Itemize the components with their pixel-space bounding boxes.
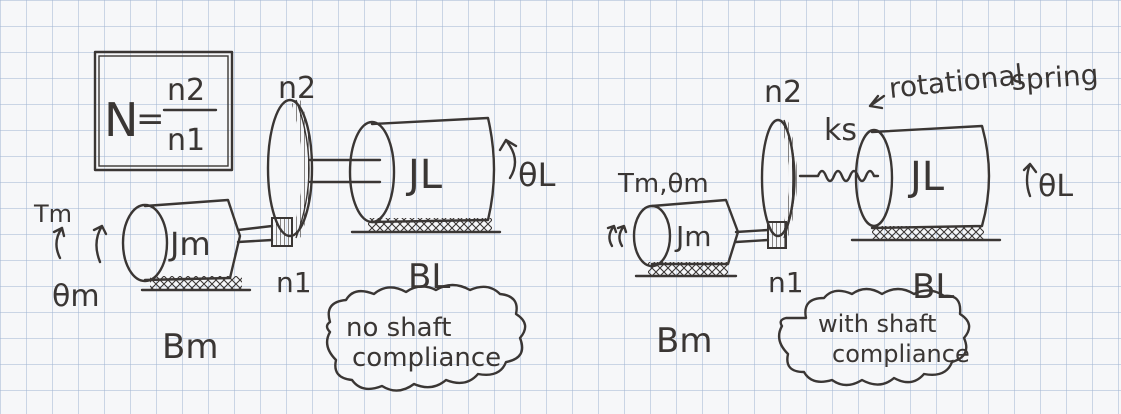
left-system: Jm JL n2 n1 Tm θm θL Bm BL no shaft comp… [33, 71, 556, 392]
load-inertia-label: JL [405, 152, 443, 198]
motor-cylinder [143, 198, 242, 282]
spring-pointer-arrow [868, 94, 886, 110]
left-caption-cloud [325, 283, 527, 392]
torque-arrow [52, 226, 66, 260]
ratio-denominator: n1 [167, 123, 205, 158]
right-load-damping-hatch [872, 226, 984, 240]
rotational-spring [798, 169, 880, 183]
right-motor-inertia-label: Jm [674, 220, 712, 253]
right-motor-damping-label: Bm [656, 321, 712, 361]
load-angle-arrow [498, 138, 518, 180]
spring-constant-label: ks [824, 113, 857, 148]
right-load-inertia-label: JL [907, 154, 945, 200]
ratio-numerator: n2 [167, 73, 205, 108]
right-caption-cloud [777, 287, 971, 387]
right-gear-n2-label: n2 [764, 75, 802, 110]
right-torque-arrow [606, 224, 618, 248]
right-caption-line1: with shaft [818, 310, 936, 338]
right-load-angle-arrow [1022, 162, 1038, 198]
motor-angle-label: θm [52, 279, 100, 314]
right-caption-line2: compliance [832, 340, 970, 368]
right-motor-cylinder-face [632, 204, 672, 268]
left-gear-n1-label: n1 [276, 266, 312, 299]
right-load-angle-label: θL [1038, 169, 1073, 204]
gear-ratio-box: N = n2 n1 [93, 50, 234, 172]
right-load-damping-label: BL [912, 267, 954, 307]
right-load-cylinder [870, 124, 991, 230]
motor-inertia-label: Jm [168, 225, 211, 263]
motor-damping-label: Bm [162, 327, 218, 367]
right-system: Jm JL n2 n1 Tm,θm θL ks rotational sprin… [606, 58, 1099, 387]
left-gear-n2-label: n2 [278, 71, 316, 106]
ratio-equals: = [136, 99, 165, 139]
load-damping-label: BL [408, 257, 450, 297]
motor-cylinder-face [121, 203, 169, 283]
ratio-n-symbol: N [104, 93, 138, 147]
torque-label: Tm [33, 200, 72, 228]
spring-label-line2: spring [1010, 58, 1099, 97]
left-caption-line1: no shaft [346, 313, 452, 343]
load-cylinder [370, 116, 496, 224]
right-torque-angle-label: Tm,θm [617, 169, 709, 199]
right-motor-damping-hatch [648, 262, 728, 276]
left-caption-line2: compliance [352, 343, 501, 373]
right-gear-n1-label: n1 [768, 266, 804, 299]
load-angle-label: θL [518, 156, 556, 194]
load-damping-hatch [368, 218, 492, 232]
motor-angle-arrow [92, 224, 108, 264]
